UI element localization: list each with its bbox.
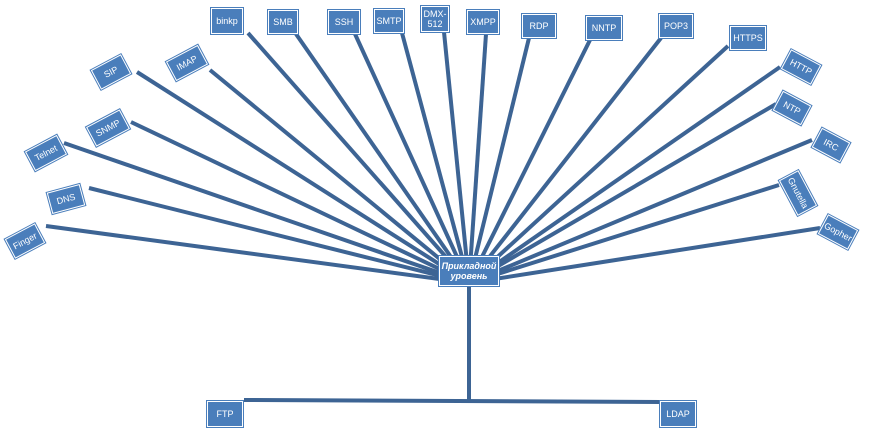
node-binkp: binkp <box>211 8 243 34</box>
node-nntp: NNTP <box>586 16 622 40</box>
connector-snmp <box>130 120 470 285</box>
node-https: HTTPS <box>730 26 766 50</box>
node-pop3: POP3 <box>659 14 693 38</box>
connector-telnet <box>63 141 470 285</box>
connector-binkp <box>246 31 471 285</box>
connector-rdp <box>467 37 531 284</box>
connector-gnutella <box>468 183 780 285</box>
connector-https <box>467 44 730 285</box>
connector-gopher <box>468 226 821 285</box>
node-application-layer: Прикладной уровень <box>439 256 499 286</box>
connector-imap <box>208 68 471 285</box>
connector-finger <box>45 224 470 285</box>
node-dmx-512: DMX- 512 <box>421 6 449 32</box>
connector-http <box>467 65 782 285</box>
connector-sip <box>135 70 471 285</box>
node-smb: SMB <box>268 10 298 34</box>
connector-irc <box>468 138 813 285</box>
node-xmpp: XMPP <box>467 10 499 34</box>
connector-dns <box>88 186 470 285</box>
connector-smb <box>294 32 471 285</box>
node-ldap: LDAP <box>660 401 696 427</box>
connector-bottom-bar <box>243 398 661 404</box>
connector-xmpp <box>467 33 488 284</box>
connector-ntp <box>467 102 778 285</box>
connector-nntp <box>467 39 592 284</box>
connector-ssh <box>353 33 471 284</box>
node-smtp: SMTP <box>374 9 404 33</box>
node-rdp: RDP <box>522 14 556 38</box>
connector-dmx <box>442 31 471 284</box>
node-ftp: FTP <box>207 401 243 427</box>
connector-smtp <box>400 32 471 284</box>
node-ssh: SSH <box>328 10 360 34</box>
connector-pop3 <box>467 36 663 285</box>
